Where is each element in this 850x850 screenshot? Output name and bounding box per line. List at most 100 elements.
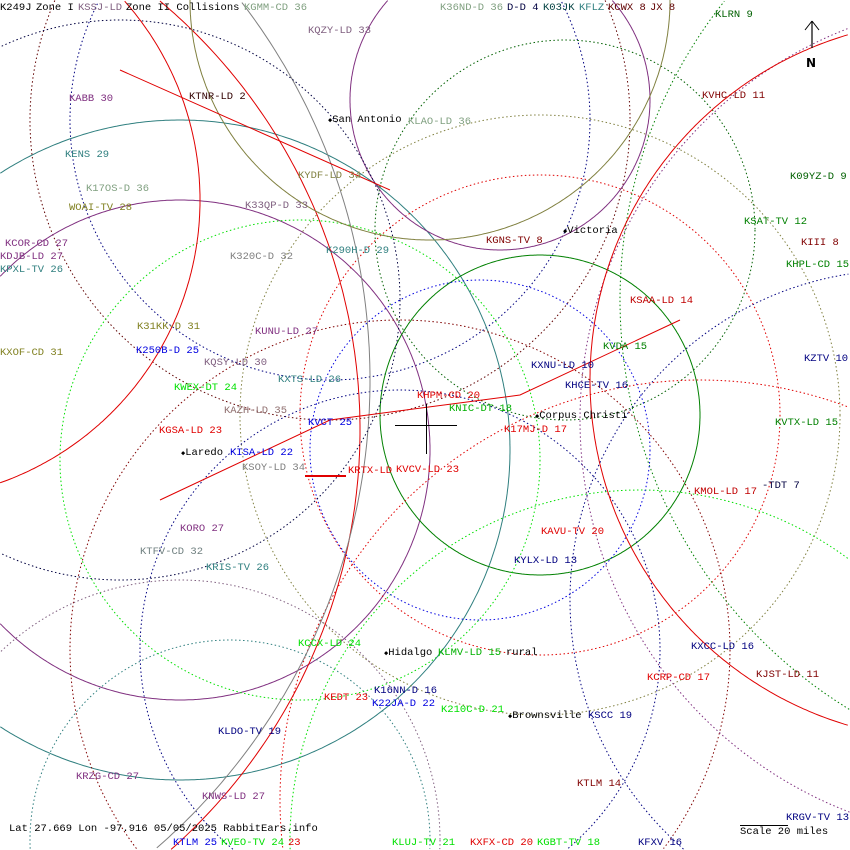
station-label[interactable]: KAVU-TV 20: [541, 526, 605, 538]
station-label[interactable]: KHCE-TV 16: [565, 380, 629, 392]
station-label[interactable]: KDJB-LD 27: [0, 251, 64, 263]
coverage-contour: [1, 19, 401, 300]
station-label[interactable]: KNWS-LD 27: [202, 791, 266, 803]
station-label[interactable]: KYLX-LD 13: [514, 555, 578, 567]
city-dot-icon: ◆: [328, 117, 333, 125]
station-label[interactable]: WOAI-TV 28: [69, 202, 133, 214]
station-label[interactable]: KVCT 25: [308, 417, 353, 429]
station-label[interactable]: KSAA-LD 14: [630, 295, 694, 307]
city-name: Corpus Christi: [539, 410, 628, 422]
station-label[interactable]: KZTV 10: [804, 353, 849, 365]
station-label[interactable]: KTLM 25: [173, 837, 218, 849]
station-label[interactable]: K320C-D 32: [230, 251, 294, 263]
station-label[interactable]: KHPL-CD 15: [786, 259, 850, 271]
station-label[interactable]: KSOY-LD 34: [242, 462, 306, 474]
station-label[interactable]: KQZY-LD 33: [308, 25, 372, 37]
station-label[interactable]: K250B-D 25: [136, 345, 200, 357]
station-label[interactable]: K22JA-D 22: [372, 698, 436, 710]
coverage-contour: [1, 300, 401, 581]
station-label[interactable]: KLAO-LD 36: [408, 116, 472, 128]
coverage-contour: [349, 0, 651, 251]
station-label[interactable]: K09YZ-D 9: [790, 171, 847, 183]
station-label[interactable]: JX 8: [650, 2, 676, 14]
station-label[interactable]: KGSA-LD 23: [159, 425, 223, 437]
station-label[interactable]: K31KK-D 31: [137, 321, 201, 333]
station-label[interactable]: K16NN-D 16: [374, 685, 438, 697]
station-label[interactable]: KWEX-DT 24: [174, 382, 238, 394]
station-label[interactable]: 23: [288, 837, 301, 849]
station-label[interactable]: KYDF-LD 34: [298, 170, 362, 182]
station-label[interactable]: K33QP-D 33: [245, 200, 309, 212]
station-label[interactable]: -TDT 7: [762, 480, 800, 492]
station-label[interactable]: KTNR-LD 2: [189, 91, 246, 103]
station-label[interactable]: KGBT-TV 18: [537, 837, 601, 849]
station-label[interactable]: KXFX-CD 20: [470, 837, 534, 849]
station-label[interactable]: KGNS-TV 8: [486, 235, 543, 247]
station-label[interactable]: KRTX-LD: [348, 465, 393, 477]
station-label[interactable]: KRZG-CD 27: [76, 771, 140, 783]
station-label[interactable]: KXCC-LD 16: [691, 641, 755, 653]
station-label[interactable]: KCCX-LD 24: [298, 638, 362, 650]
north-arrow-icon: [804, 20, 820, 48]
city-marker: ◆San Antonio: [328, 114, 402, 127]
station-label[interactable]: KJST-LD 11: [756, 669, 820, 681]
coverage-contour: [0, 579, 441, 840]
station-label[interactable]: KQSY-LD 30: [204, 357, 268, 369]
station-label[interactable]: KRIS-TV 26: [206, 562, 270, 574]
station-label[interactable]: KXTS-LD 26: [278, 374, 342, 386]
station-label[interactable]: K17MJ-D 17: [504, 424, 568, 436]
city-marker: ◆Hidalgo: [384, 647, 432, 660]
station-label[interactable]: KABB 30: [69, 93, 114, 105]
station-label[interactable]: KFXV 16: [638, 837, 683, 849]
coverage-contour: [589, 34, 848, 726]
station-label[interactable]: KAZH-LD 35: [224, 405, 288, 417]
city-dot-icon: ◆: [181, 450, 186, 458]
station-label[interactable]: K36ND-D 36: [440, 2, 504, 14]
coverage-contour: [0, 450, 431, 701]
coverage-contour: [579, 27, 850, 813]
station-label[interactable]: D-D 4: [507, 2, 539, 14]
station-label[interactable]: KXNU-LD 10: [531, 360, 595, 372]
station-label[interactable]: KCWX 8: [608, 2, 646, 14]
station-label[interactable]: K17OS-D 36: [86, 183, 150, 195]
station-label[interactable]: KLMV-LD 15: [438, 647, 502, 659]
station-label[interactable]: KMOL-LD 17: [694, 486, 758, 498]
station-label[interactable]: K03JK: [543, 2, 575, 14]
station-label[interactable]: KNIC-DT 18: [449, 403, 513, 415]
city-name: Laredo: [185, 447, 224, 459]
station-label[interactable]: KLDO-TV 19: [218, 726, 282, 738]
station-label[interactable]: KVDA 15: [603, 341, 648, 353]
station-label[interactable]: K210C-D 21: [441, 704, 505, 716]
station-label[interactable]: KVCV-LD 23: [396, 464, 460, 476]
station-label[interactable]: KFLZ: [579, 2, 605, 14]
city-name: San Antonio: [332, 114, 402, 126]
station-label[interactable]: KIII 8: [801, 237, 839, 249]
station-label[interactable]: KVHC-LD 11: [702, 90, 766, 102]
station-label[interactable]: KSAT-TV 12: [744, 216, 808, 228]
station-label[interactable]: KTLM 14: [577, 778, 622, 790]
station-label[interactable]: KHPM-CD 20: [417, 390, 481, 402]
station-label[interactable]: KLRN 9: [715, 9, 753, 21]
collision-line: [119, 69, 391, 191]
station-label[interactable]: K290H-D 29: [326, 245, 390, 257]
station-label[interactable]: KRGV-TV 13: [786, 812, 850, 824]
city-dot-icon: ◆: [563, 228, 568, 236]
station-label[interactable]: KPXL-TV 26: [0, 264, 64, 276]
station-label[interactable]: KXOF-CD 31: [0, 347, 64, 359]
station-label[interactable]: KCRP-CD 17: [647, 672, 711, 684]
coverage-contour: [189, 0, 671, 241]
station-label[interactable]: KEDT 23: [324, 692, 369, 704]
station-label[interactable]: KISA-LD 22: [230, 447, 294, 459]
station-label[interactable]: KVEO-TV 24: [221, 837, 285, 849]
station-label[interactable]: KTFV-CD 32: [140, 546, 204, 558]
station-label[interactable]: KSCC 19: [588, 710, 633, 722]
station-label[interactable]: KORO 27: [180, 523, 225, 535]
coverage-contour: [611, 0, 651, 100]
station-label[interactable]: KGMM-CD 36: [244, 2, 308, 14]
station-label[interactable]: KENS 29: [65, 149, 110, 161]
station-label[interactable]: KLUJ-TV 21: [392, 837, 456, 849]
station-label[interactable]: KCOR-CD 27: [5, 238, 69, 250]
station-label[interactable]: KUNU-LD 27: [255, 326, 319, 338]
station-label[interactable]: KVTX-LD 15: [775, 417, 839, 429]
